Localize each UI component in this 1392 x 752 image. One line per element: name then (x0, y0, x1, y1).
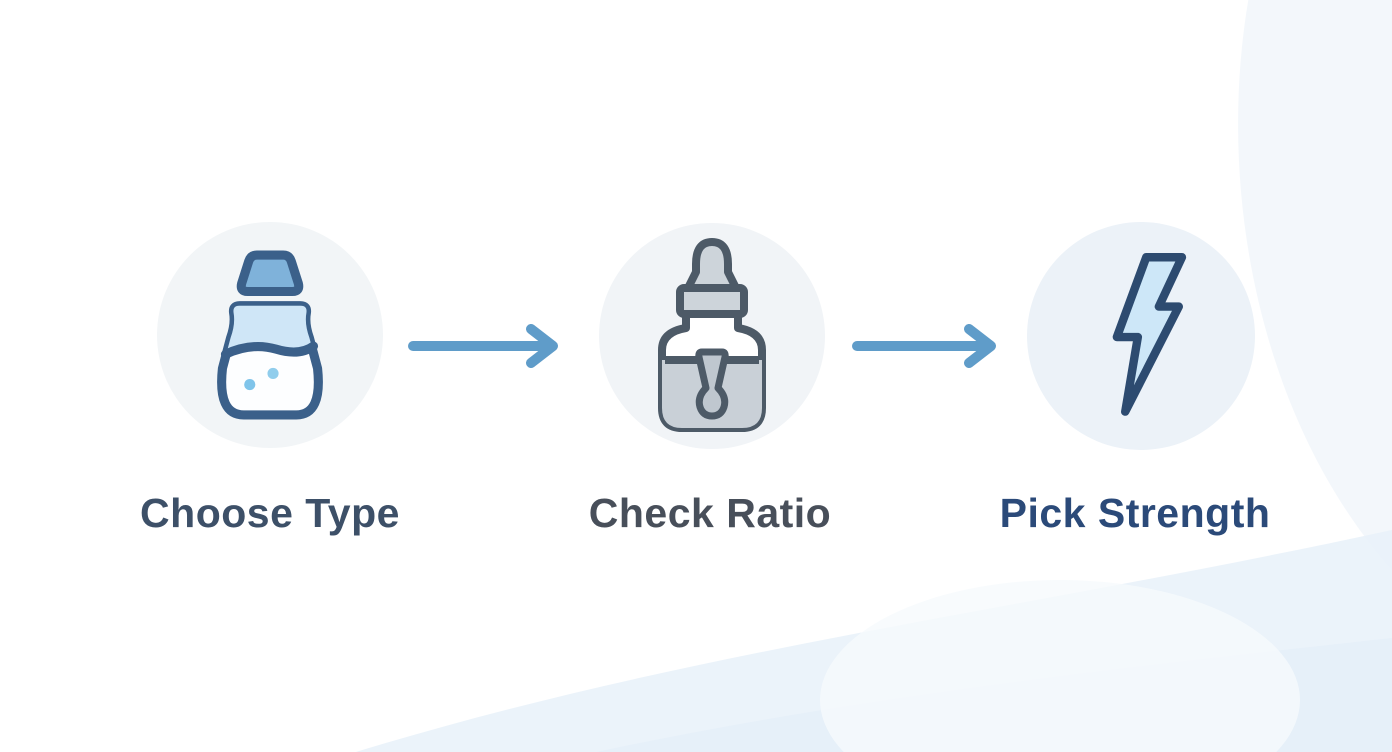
arrow-right-icon (852, 324, 996, 368)
step-1-label: Choose Type (140, 490, 400, 536)
step-1-circle (157, 222, 383, 448)
shaker-bottle-icon (217, 250, 323, 420)
step-3-circle (1027, 222, 1255, 450)
step-3-label: Pick Strength (999, 490, 1271, 536)
dropper-bottle-icon (658, 238, 766, 432)
lightning-bolt-icon (1112, 253, 1187, 416)
arrow-right-icon (408, 324, 558, 368)
step-2-label: Check Ratio (588, 490, 832, 536)
step-2-circle (599, 223, 825, 449)
